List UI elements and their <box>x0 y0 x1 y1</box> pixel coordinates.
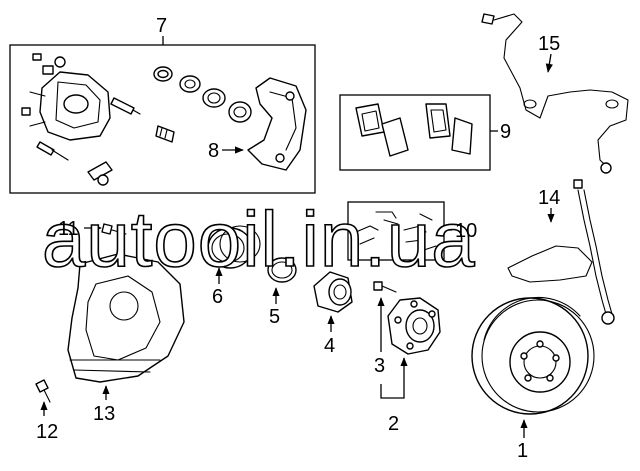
leader-15 <box>545 53 553 73</box>
mounting-bolt <box>101 223 127 235</box>
callout-14: 14 <box>538 187 560 209</box>
shield-bolt <box>35 379 51 403</box>
wheel-hub <box>387 297 441 355</box>
pad-hardware-box <box>347 201 445 261</box>
brake-pad-box <box>339 94 491 171</box>
piston-seal <box>207 225 261 269</box>
watermark: autooil.in.ua <box>42 195 476 283</box>
guide-pin-boots <box>87 125 175 186</box>
callout-4: 4 <box>324 335 335 357</box>
callout-5: 5 <box>269 306 280 328</box>
callout-7: 7 <box>156 15 167 37</box>
hub-bolt <box>373 281 397 293</box>
brake-caliper <box>29 56 111 141</box>
callout-11: 11 <box>58 218 79 240</box>
leader-2 <box>380 357 408 399</box>
callout-9: 9 <box>500 121 511 143</box>
snap-ring <box>267 257 297 283</box>
callout-1: 1 <box>517 440 528 462</box>
abs-speed-sensor <box>481 13 629 174</box>
brake-pads <box>355 103 473 157</box>
callout-8: 8 <box>208 140 219 162</box>
callout-2: 2 <box>388 413 399 435</box>
callout-3: 3 <box>374 355 385 377</box>
caliper-mounting-bracket <box>247 77 307 171</box>
callout-15: 15 <box>538 33 560 55</box>
callout-13: 13 <box>93 403 115 425</box>
brake-hose <box>507 179 615 325</box>
brake-disc <box>471 296 595 415</box>
callout-6: 6 <box>212 286 223 308</box>
dust-shield <box>67 253 185 383</box>
pad-clips <box>355 211 437 251</box>
callout-12: 12 <box>36 421 58 443</box>
callout-10: 10 <box>455 220 477 242</box>
wheel-bearing <box>313 271 353 313</box>
caliper-bolts <box>21 53 141 161</box>
piston-seal-set <box>153 66 252 123</box>
